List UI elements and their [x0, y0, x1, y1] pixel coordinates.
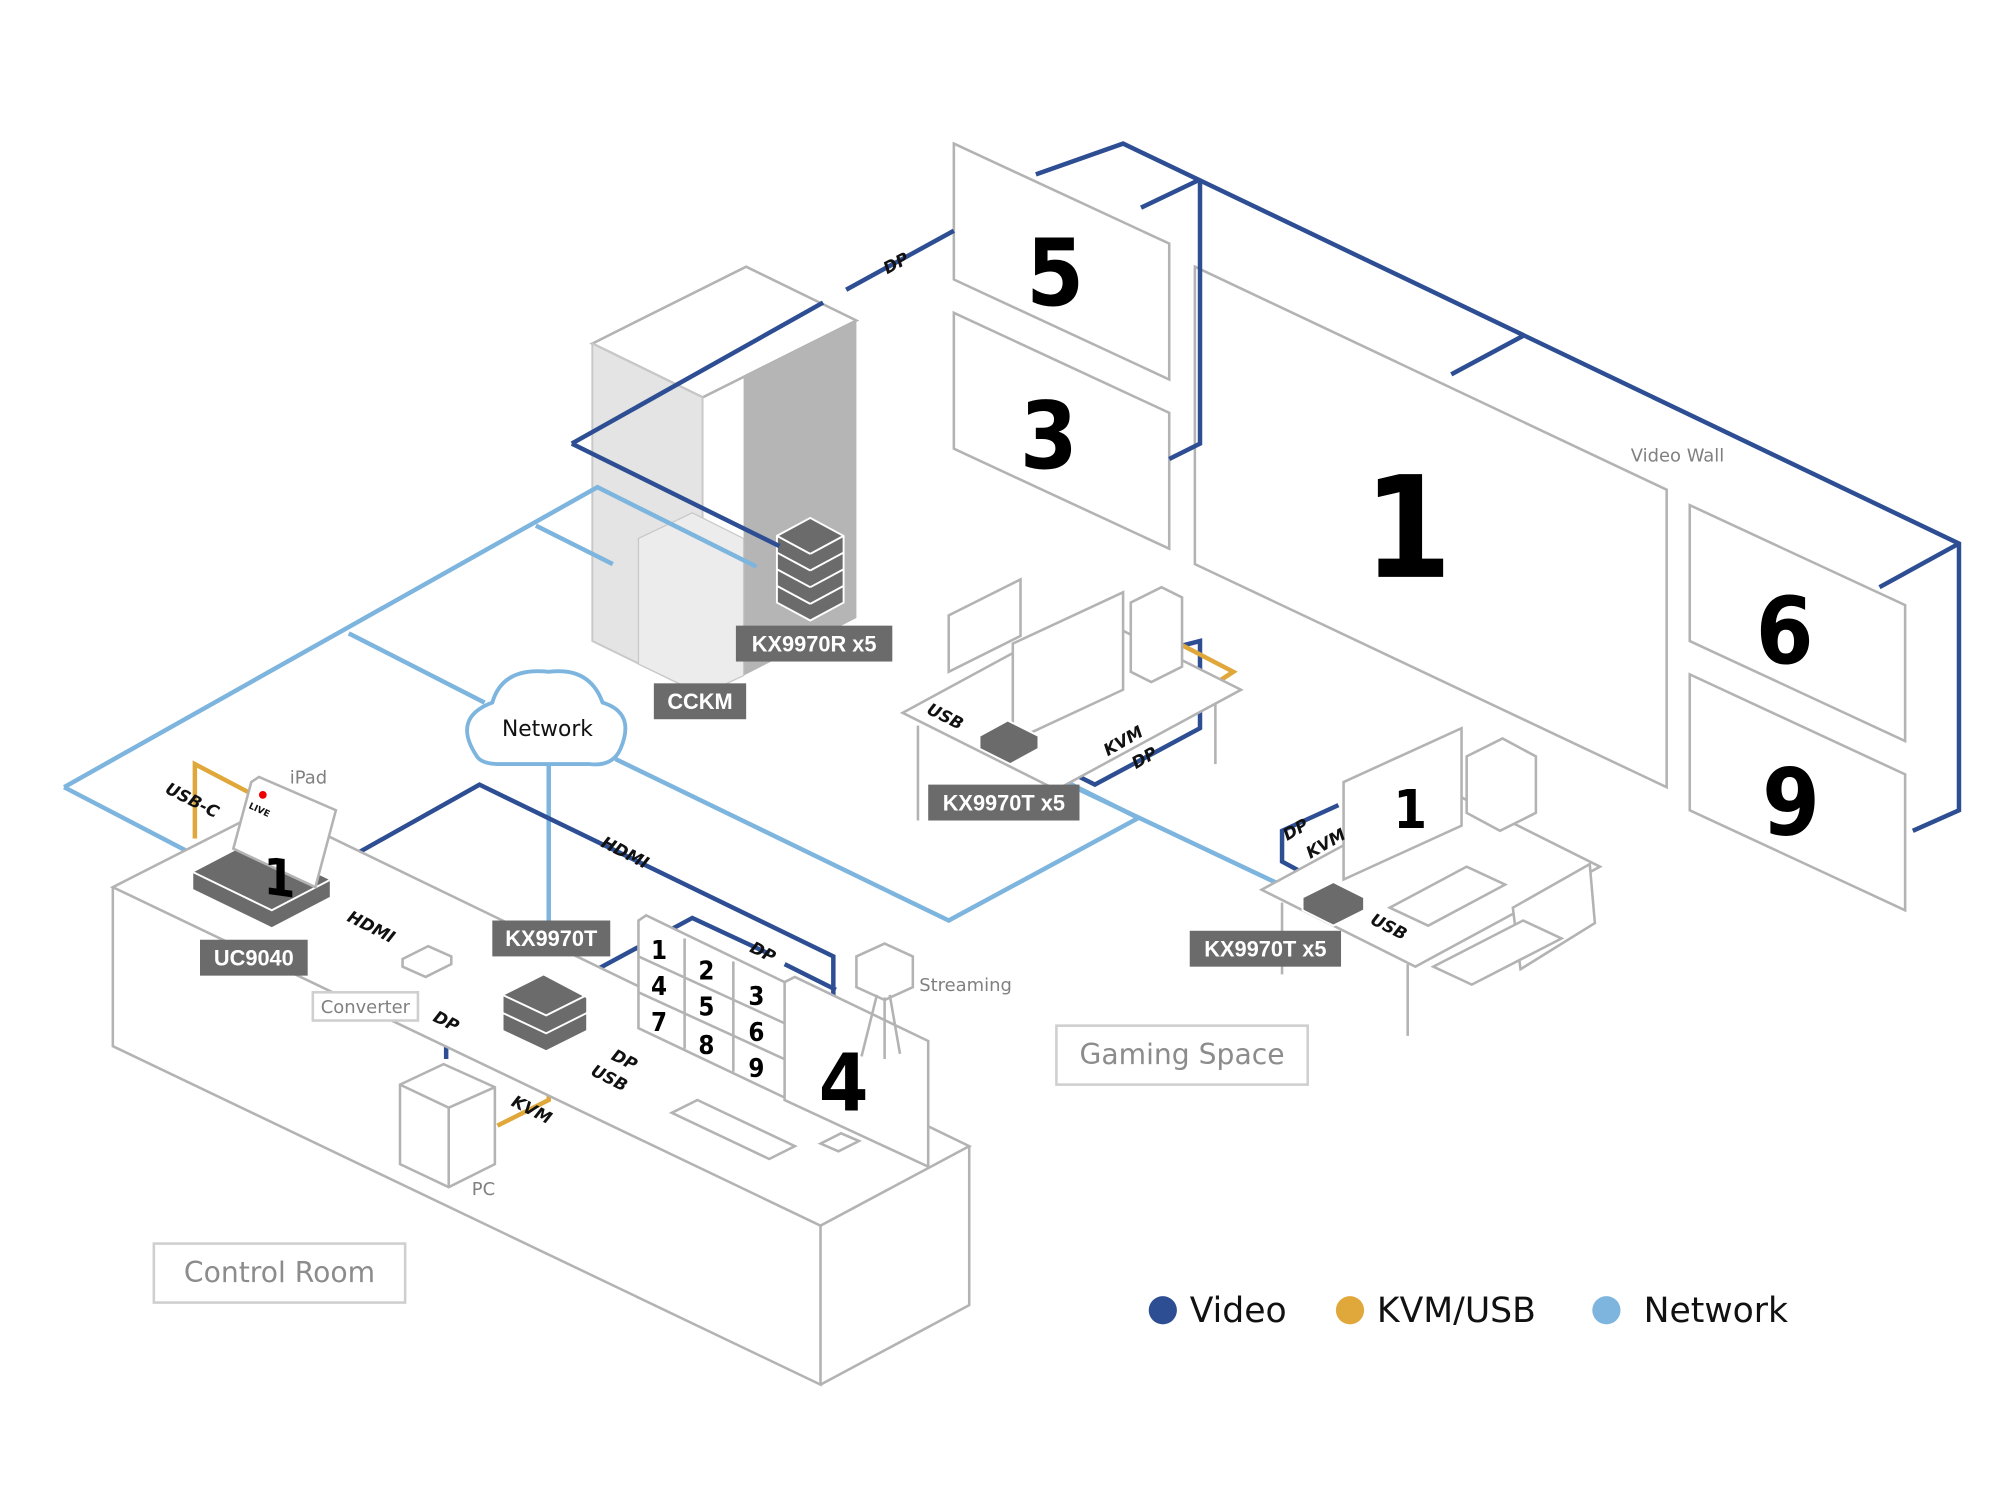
tag-uc9040: UC9040: [214, 945, 294, 970]
streaming-label: Streaming: [919, 975, 1012, 996]
wall-display-5: [952, 141, 1171, 382]
wall-number-1: 1: [1364, 447, 1452, 611]
tag-kx9970t-gaming-2: KX9970T x5: [1204, 936, 1326, 961]
device-tags: KX9970R x5 CCKM KX9970T x5 KX9970T x5 KX…: [200, 625, 1342, 976]
legend-label-network: Network: [1644, 1291, 1789, 1331]
grid-cell-2: 2: [698, 956, 714, 986]
grid-cell-3: 3: [748, 982, 764, 1012]
wall-number-6: 6: [1756, 577, 1814, 685]
wall-number-9: 9: [1762, 749, 1820, 857]
kx9970r-stack: [775, 516, 845, 622]
cckm-rack: [589, 265, 860, 697]
tag-kx9970r: KX9970R x5: [752, 631, 877, 656]
video-wall-label: Video Wall: [1631, 446, 1725, 467]
keyboard: [668, 1098, 798, 1161]
kx9970t-gaming-1: [978, 719, 1040, 766]
wall-display-9: [1688, 672, 1907, 913]
zone-label-control-room: Control Room: [184, 1256, 375, 1289]
grid-cell-7: 7: [651, 1008, 667, 1038]
legend-label-kvm-usb: KVM/USB: [1377, 1291, 1536, 1331]
wall-display-3: [952, 310, 1171, 551]
wall-number-5: 5: [1026, 219, 1084, 327]
wall-display-1: [1193, 264, 1668, 790]
legend-swatch-network: [1592, 1296, 1621, 1325]
network-cloud: Network: [465, 669, 628, 767]
legend-swatch-kvm-usb: [1335, 1296, 1365, 1325]
pc-tower: [398, 1062, 497, 1189]
tag-kx9970t-gaming-1: KX9970T x5: [943, 790, 1065, 815]
ipad-label: iPad: [290, 767, 327, 788]
legend: Video KVM/USB Network: [1148, 1291, 1789, 1331]
cable-label-usb-c: USB-C: [162, 779, 222, 822]
cable-label-hdmi-main: HDMI: [598, 833, 652, 873]
tag-cckm: CCKM: [667, 689, 732, 714]
pc-label: PC: [472, 1179, 495, 1200]
cable-label-dp-top: DP: [880, 249, 912, 278]
gaming-desk-1: [899, 577, 1244, 821]
kx9970t-gaming-2: [1301, 880, 1366, 927]
big-monitor-number: 4: [819, 1036, 869, 1129]
wall-display-6: [1688, 503, 1907, 744]
ipad: LIVE 1 iPad: [231, 767, 338, 911]
grid-cell-9: 9: [748, 1054, 764, 1084]
grid-cell-5: 5: [698, 992, 714, 1022]
cable-label-dp-monitor: DP: [747, 938, 779, 967]
converter-box: [401, 944, 453, 979]
grid-cell-8: 8: [698, 1031, 714, 1061]
ipad-screen-number: 1: [263, 847, 295, 911]
video-wall: 5 3 1 6 9 Video Wall: [952, 141, 1907, 913]
gaming-desk-2: 1: [1258, 726, 1603, 1036]
legend-label-video: Video: [1190, 1291, 1287, 1331]
zone-label-gaming-space: Gaming Space: [1080, 1038, 1285, 1071]
big-monitor-4: 4: [783, 975, 930, 1169]
legend-swatch-video: [1148, 1296, 1177, 1325]
wall-number-3: 3: [1020, 382, 1078, 490]
streaming-camera: [855, 942, 915, 1059]
grid-cell-6: 6: [748, 1018, 764, 1048]
grid-cell-4: 4: [651, 972, 667, 1002]
live-indicator-icon: [258, 791, 267, 799]
grid-cell-1: 1: [651, 936, 667, 966]
control-room-desk: PC Converter LIVE 1 iPad 1: [109, 767, 1012, 1387]
gaming-monitor-number: 1: [1393, 778, 1427, 841]
tag-kx9970t-control: KX9970T: [505, 926, 598, 951]
converter-label: Converter: [321, 997, 411, 1018]
kx9970t-control-device: [501, 973, 589, 1053]
monitor-grid: 1 2 3 4 5 6 7 8 9: [637, 913, 792, 1103]
network-cloud-label: Network: [502, 717, 593, 742]
